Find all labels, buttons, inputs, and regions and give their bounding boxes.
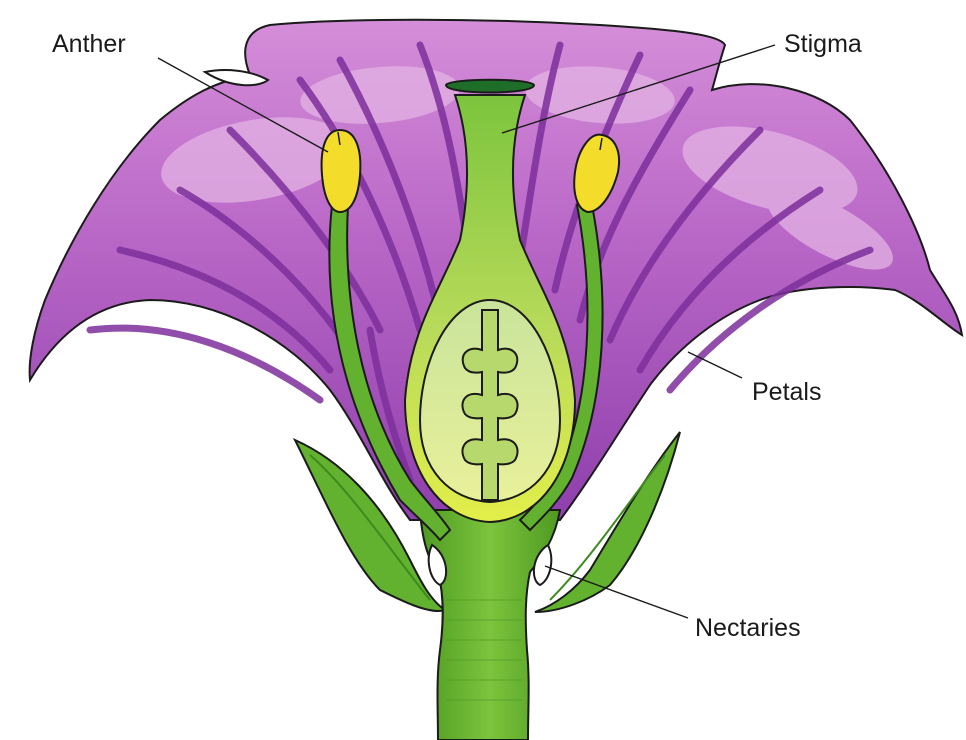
stigma-tip [446, 80, 534, 93]
anther-left [322, 130, 361, 212]
label-petals: Petals [752, 378, 821, 406]
label-stigma: Stigma [784, 30, 862, 58]
stem [420, 510, 560, 740]
label-anther: Anther [52, 30, 126, 58]
label-nectaries: Nectaries [695, 614, 801, 642]
